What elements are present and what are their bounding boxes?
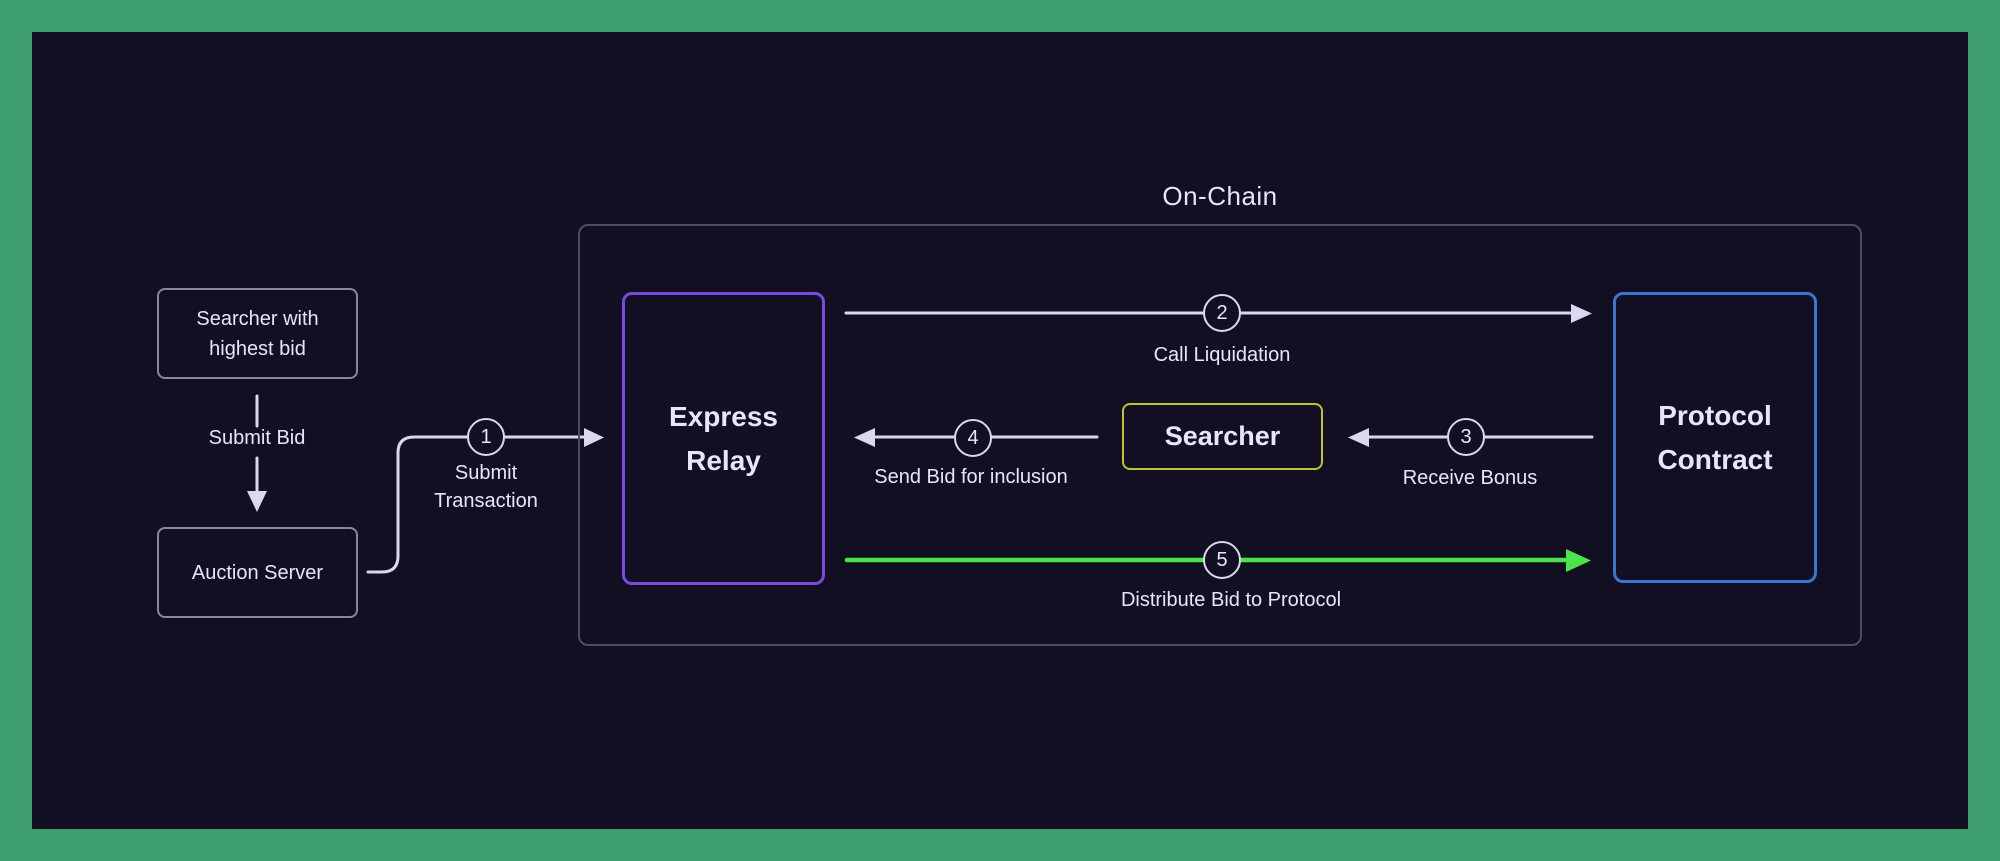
edge-label-submit-transaction: Submit Transaction — [434, 459, 538, 515]
node-label: Auction Server — [191, 561, 324, 584]
step-4-badge: 4 — [954, 419, 992, 457]
node-label: Searcher — [1164, 421, 1281, 451]
step-number: 1 — [480, 425, 492, 448]
edge-label-line: Transaction — [434, 490, 538, 512]
node-label-line: highest bid — [209, 337, 306, 360]
step-2-badge: 2 — [1203, 294, 1241, 332]
node-label-line: Searcher with — [196, 307, 319, 330]
node-searcher-with-highest-bid: Searcher with highest bid — [157, 288, 358, 379]
node-label-line: Express — [669, 400, 778, 432]
edge-label-call-liquidation: Call Liquidation — [1153, 344, 1291, 366]
node-label-line: Protocol — [1658, 399, 1772, 431]
step-number: 3 — [1460, 425, 1472, 448]
onchain-title: On-Chain — [1162, 181, 1278, 211]
step-number: 4 — [967, 426, 979, 449]
edge-label-line: Submit — [454, 462, 518, 484]
step-5-badge: 5 — [1203, 541, 1241, 579]
step-number: 2 — [1216, 301, 1228, 324]
node-label-line: Contract — [1657, 443, 1773, 475]
edge-label-distribute-bid: Distribute Bid to Protocol — [1120, 589, 1342, 611]
edge-label-send-bid: Send Bid for inclusion — [874, 466, 1068, 488]
step-1-badge: 1 — [467, 418, 505, 456]
onchain-container — [578, 224, 1862, 646]
step-number: 5 — [1216, 548, 1228, 571]
edge-label-receive-bonus: Receive Bonus — [1402, 467, 1538, 489]
step-3-badge: 3 — [1447, 418, 1485, 456]
node-label-line: Relay — [686, 444, 761, 476]
node-auction-server: Auction Server — [157, 527, 358, 618]
edge-label-submit-bid: Submit Bid — [208, 427, 306, 449]
node-searcher: Searcher — [1122, 403, 1323, 470]
node-protocol-contract: Protocol Contract — [1613, 292, 1817, 583]
node-express-relay: Express Relay — [622, 292, 825, 585]
